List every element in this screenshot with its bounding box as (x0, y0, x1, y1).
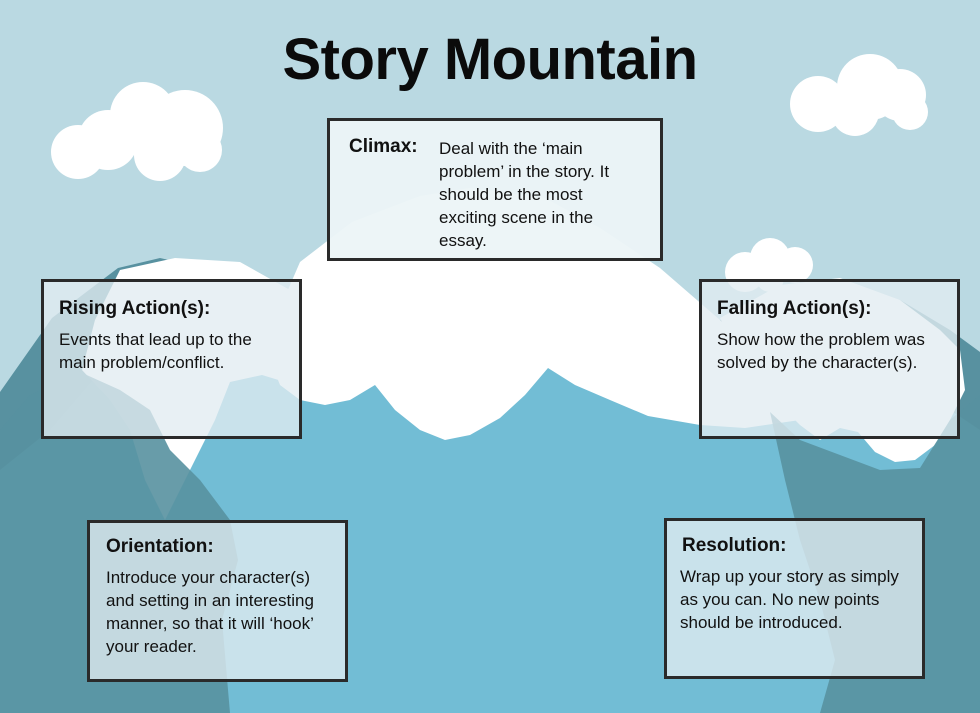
orientation-label: Orientation: (106, 536, 214, 557)
climax-text: Deal with the ‘main problem’ in the stor… (439, 139, 610, 250)
page-title: Story Mountain (282, 27, 698, 92)
falling-action-label: Falling Action(s): (717, 298, 872, 319)
cloud-left (51, 82, 223, 181)
resolution-text: Wrap up your story as simply as you can.… (680, 567, 899, 632)
orientation-text: Introduce your character(s) and setting … (106, 568, 314, 656)
rising-action-label: Rising Action(s): (59, 298, 211, 319)
falling-action-text: Show how the problem was solved by the c… (717, 330, 925, 372)
resolution-box: Resolution: Wrap up your story as simply… (664, 518, 925, 679)
orientation-box: Orientation: Introduce your character(s)… (87, 520, 348, 682)
resolution-label: Resolution: (682, 535, 787, 556)
falling-action-box: Falling Action(s): Show how the problem … (699, 279, 960, 439)
rising-action-box: Rising Action(s): Events that lead up to… (41, 279, 302, 439)
climax-box: Climax: Deal with the ‘main problem’ in … (327, 118, 663, 261)
climax-label: Climax: (349, 136, 418, 157)
rising-action-text: Events that lead up to the main problem/… (59, 330, 252, 372)
cloud-right (790, 54, 928, 136)
